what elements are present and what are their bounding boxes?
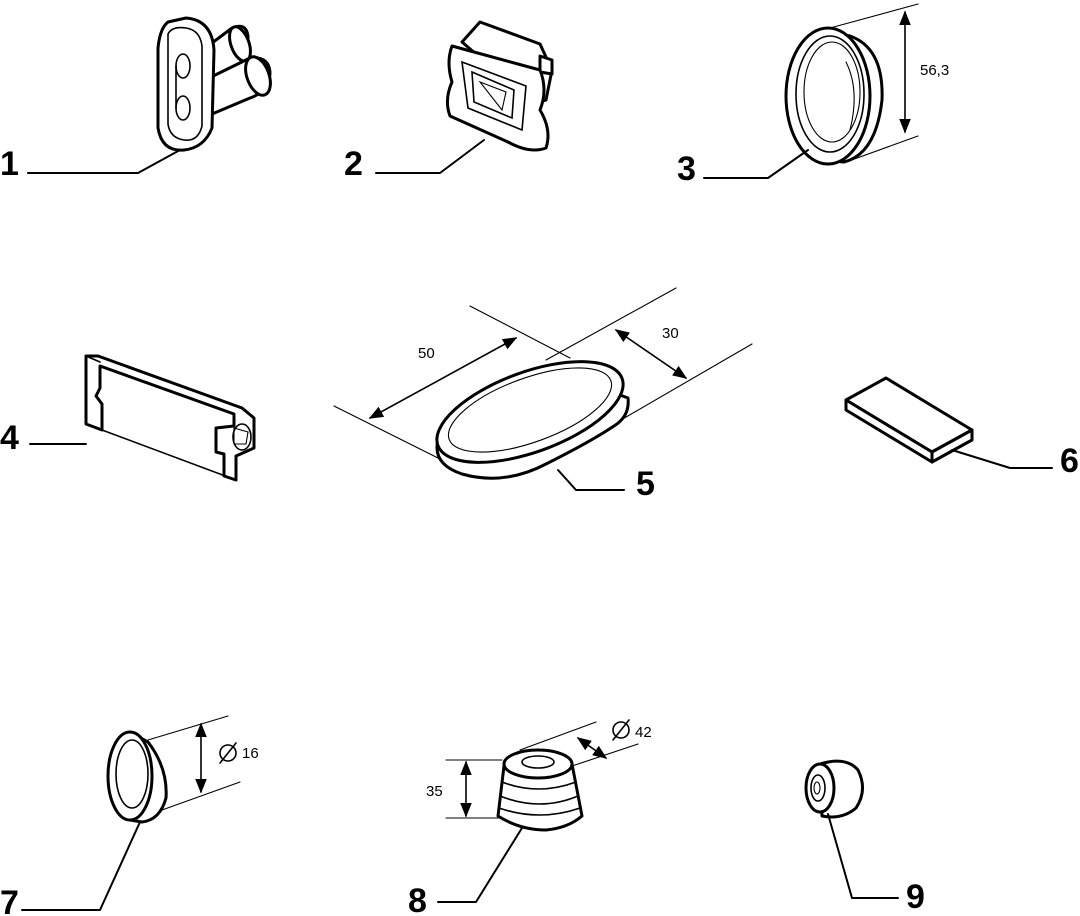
- part-2-clip: 2: [344, 20, 554, 183]
- part-5-dimension: 50 30: [333, 287, 753, 463]
- part-6-leader: [951, 449, 1053, 469]
- part-5-dimension-width: 30: [662, 325, 679, 342]
- part-6-pad: 6: [844, 376, 1079, 480]
- part-7-label: 7: [0, 884, 19, 916]
- part-7-dimension: 16: [147, 715, 259, 811]
- part-3-dimension: 56,3: [829, 3, 949, 163]
- part-4-plate: 4: [0, 354, 256, 482]
- part-4-drawing: [84, 354, 256, 482]
- part-2-drawing: [445, 20, 554, 152]
- part-3-grommet: 56,3 3: [677, 3, 949, 188]
- part-8-cup: 35 42 8: [408, 719, 652, 916]
- part-2-leader: [375, 139, 485, 174]
- part-8-drawing: [496, 748, 584, 832]
- part-7-plug: 16 7: [0, 715, 259, 916]
- part-6-label: 6: [1060, 442, 1079, 480]
- part-5-oval-plug: 50 30 5: [333, 287, 753, 503]
- part-4-label: 4: [0, 419, 19, 457]
- part-3-drawing: [784, 26, 884, 166]
- part-9-label: 9: [906, 878, 925, 916]
- part-8-label: 8: [408, 882, 427, 916]
- part-5-dimension-length: 50: [418, 345, 435, 362]
- part-9-drawing: [804, 759, 864, 819]
- part-7-leader: [21, 821, 141, 911]
- part-5-drawing: [435, 360, 630, 480]
- part-7-drawing: [106, 730, 168, 824]
- part-7-dimension-text: 16: [242, 745, 259, 762]
- part-1-leader: [27, 149, 181, 174]
- part-8-dimension-height: 35: [426, 783, 443, 800]
- part-5-label: 5: [636, 465, 655, 503]
- part-3-label: 3: [677, 150, 696, 188]
- part-8-dimension-diameter: 42: [635, 724, 652, 741]
- part-5-leader: [557, 469, 625, 491]
- part-2-label: 2: [344, 145, 363, 183]
- part-8-dimension: 35 42: [426, 719, 652, 819]
- part-3-leader: [703, 149, 809, 179]
- diameter-icon: [219, 742, 237, 764]
- part-6-drawing: [844, 376, 974, 464]
- part-3-dimension-text: 56,3: [920, 62, 949, 79]
- part-8-leader: [437, 827, 523, 903]
- part-1-plug: 1: [0, 16, 272, 183]
- part-1-label: 1: [0, 145, 19, 183]
- diameter-icon: [612, 719, 630, 741]
- part-9-leader: [827, 813, 899, 899]
- part-1-drawing: [156, 16, 272, 152]
- part-9-grommet: 9: [804, 759, 925, 916]
